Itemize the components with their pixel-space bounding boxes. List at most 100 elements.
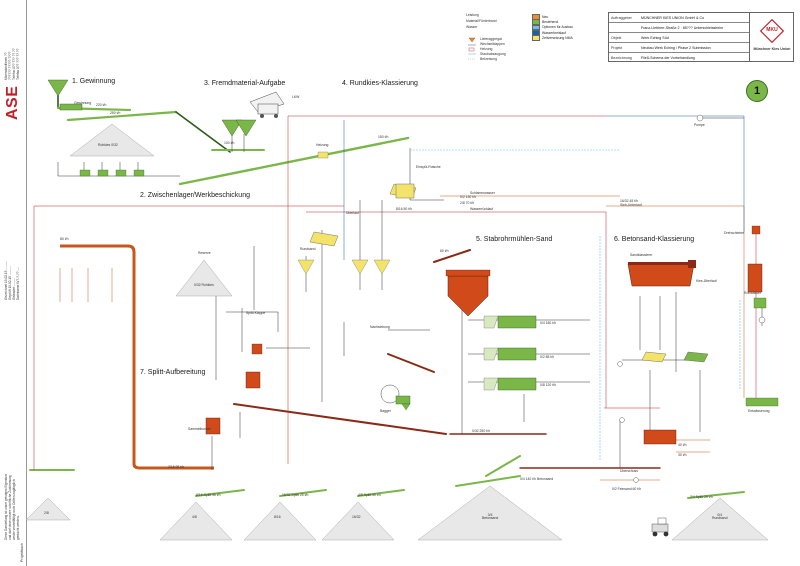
hopper-icon (351, 259, 369, 275)
flow-label: 150 t/h (378, 135, 389, 139)
process-line (59, 268, 113, 302)
conveyor-belt (357, 489, 405, 497)
flow-label: 8/16 Splitt 35 t/h (196, 493, 221, 497)
sheet-number: 1 (753, 85, 761, 97)
flow-label: 2/16 95 t/h (168, 465, 185, 469)
title-block-row: Franz-Liebherr-Straße 2 · 85??? Untersch… (609, 23, 749, 33)
process-line (231, 134, 245, 152)
brand-short: MKU (766, 27, 778, 33)
dump-bin-icon (395, 183, 415, 199)
brand-emblem-icon (760, 19, 784, 43)
label-gewinnung: Gewinnung (74, 101, 92, 105)
title-block-value: Neubau Werk Eching / Phase 2 Submission (641, 45, 711, 50)
stockpile (417, 485, 563, 541)
stockpile-label: 0/4 Rundsand (712, 513, 728, 521)
flow-label: 2/8 70 t/h (460, 201, 475, 205)
legend-swatch (532, 24, 540, 31)
legend-label: Lieferaggregat (480, 37, 502, 41)
silos (395, 183, 779, 407)
stockpiles (25, 123, 769, 541)
tank-icon (753, 297, 767, 309)
label-drehschieber: Drehschieber (724, 231, 745, 235)
feeder-icon (59, 103, 83, 111)
pump-icon (617, 361, 623, 367)
excavator-icon (380, 384, 411, 411)
orange-return-pipe (60, 244, 214, 470)
silo-icon (751, 225, 761, 235)
flow-label: 30 t/h (678, 453, 687, 457)
legend-item-label: Zeitversetzung NMA (542, 36, 573, 41)
conveyor-belt (195, 489, 245, 497)
legend-label: Heizung (480, 47, 493, 51)
section-title-zwischenlager: 2. Zwischenlager/Werkbeschickung (140, 192, 250, 199)
legend-swatch (532, 35, 540, 42)
stockpile (321, 501, 395, 541)
stockpile (25, 497, 71, 521)
label-kies-ueberlauf: Kies-Überlauf (696, 279, 717, 283)
legend-item: Optionen für Ausbau (532, 24, 573, 31)
stockpile (69, 123, 155, 157)
stockpile-label: 4/8 (192, 515, 197, 519)
drawing-sidebar: ASE Mineralstoffwerk ?? ?????? ????? ???… (0, 0, 27, 566)
stockpile-label: 2/8 (44, 511, 49, 515)
label-rohwasser: Rohwasser (744, 291, 761, 295)
legend-symbols (468, 37, 476, 60)
section-title-betonsand: 6. Betonsand-Klassierung (614, 236, 695, 243)
label-entwaesserung: Entwässerung (748, 409, 770, 413)
silo-icon (747, 263, 763, 293)
wash-screw (497, 347, 537, 361)
legend-item-label: Wasserkreislauf (542, 30, 566, 35)
section-title-fremdmaterial: 3. Fremdmaterial-Aufgabe (204, 80, 286, 87)
pump-icon (696, 114, 704, 122)
hopper-icon (297, 259, 315, 275)
crusher-icon (245, 371, 261, 389)
legend-item: Bestehend (532, 19, 573, 25)
legend-label: Wasser (466, 25, 478, 29)
wash-screw-feed (483, 315, 499, 329)
label-nachsieb: Nachsiebung (370, 325, 390, 329)
water-lines (410, 149, 741, 460)
legend-label: Material/Förderband (466, 19, 497, 23)
hopper-icon (235, 119, 257, 137)
stockpile (175, 259, 233, 297)
brand-long: Münchner Kies Union (753, 47, 791, 51)
title-block-value: Fließ-Schema der Vorbehandlung (641, 55, 695, 60)
legend-item: Zeitversetzung NMA (532, 35, 573, 42)
pump-icon (758, 316, 766, 324)
process-line (306, 211, 607, 408)
stockpile-label: 0/32 Rohkies (194, 283, 214, 287)
label-heizung: Heizung (316, 143, 329, 147)
dump-truck-icon (249, 91, 285, 118)
label-rundsand: Rundsand (300, 247, 316, 251)
screen-icon (641, 351, 667, 363)
label-rohkies: Rohkies 0/32 (98, 143, 118, 147)
title-block: Auftraggeber MÜNCHNER KIES UNION GmbH & … (608, 12, 794, 62)
title-block-row: Projekt Neubau Werk Eching / Phase 2 Sub… (609, 43, 749, 53)
legend-label: Staubabsaugung (480, 52, 506, 56)
legend: Leistung Material/Förderband Wasser Lief… (466, 12, 598, 72)
brand-box: MKU Münchner Kies Union (749, 13, 794, 61)
crushers (205, 343, 677, 445)
sand-classifier (627, 260, 696, 287)
title-block-key: Bezeichnung (611, 55, 632, 60)
legend-item-label: Neu (542, 14, 549, 19)
flow-label: 0/4 180 t/h (540, 321, 557, 325)
stockpile (243, 501, 317, 541)
rod-mill-top (445, 269, 491, 277)
classifier-motor (688, 260, 696, 268)
flow-label: 250 t/h (110, 111, 121, 115)
flow-label: 0/4 140 t/h Betonsand (520, 477, 554, 481)
rod-mill (445, 269, 491, 317)
label-reserve: Reserve (198, 251, 211, 255)
label-sieb-unterlauf: Sieb-Unterlauf (620, 203, 642, 207)
new-conveyor (433, 249, 471, 263)
title-block-key: Auftraggeber (611, 15, 632, 20)
title-block-value: Werk Eching Süd (641, 35, 669, 40)
flow-label: 0/2 85 t/h (540, 355, 555, 359)
conveyor-belt (178, 136, 410, 186)
title-block-key: Objekt (611, 35, 622, 40)
wash-screw (497, 315, 537, 329)
title-block-row: Bezeichnung Fließ-Schema der Vorbehandlu… (609, 53, 749, 62)
rod-mill-icon (447, 275, 489, 317)
